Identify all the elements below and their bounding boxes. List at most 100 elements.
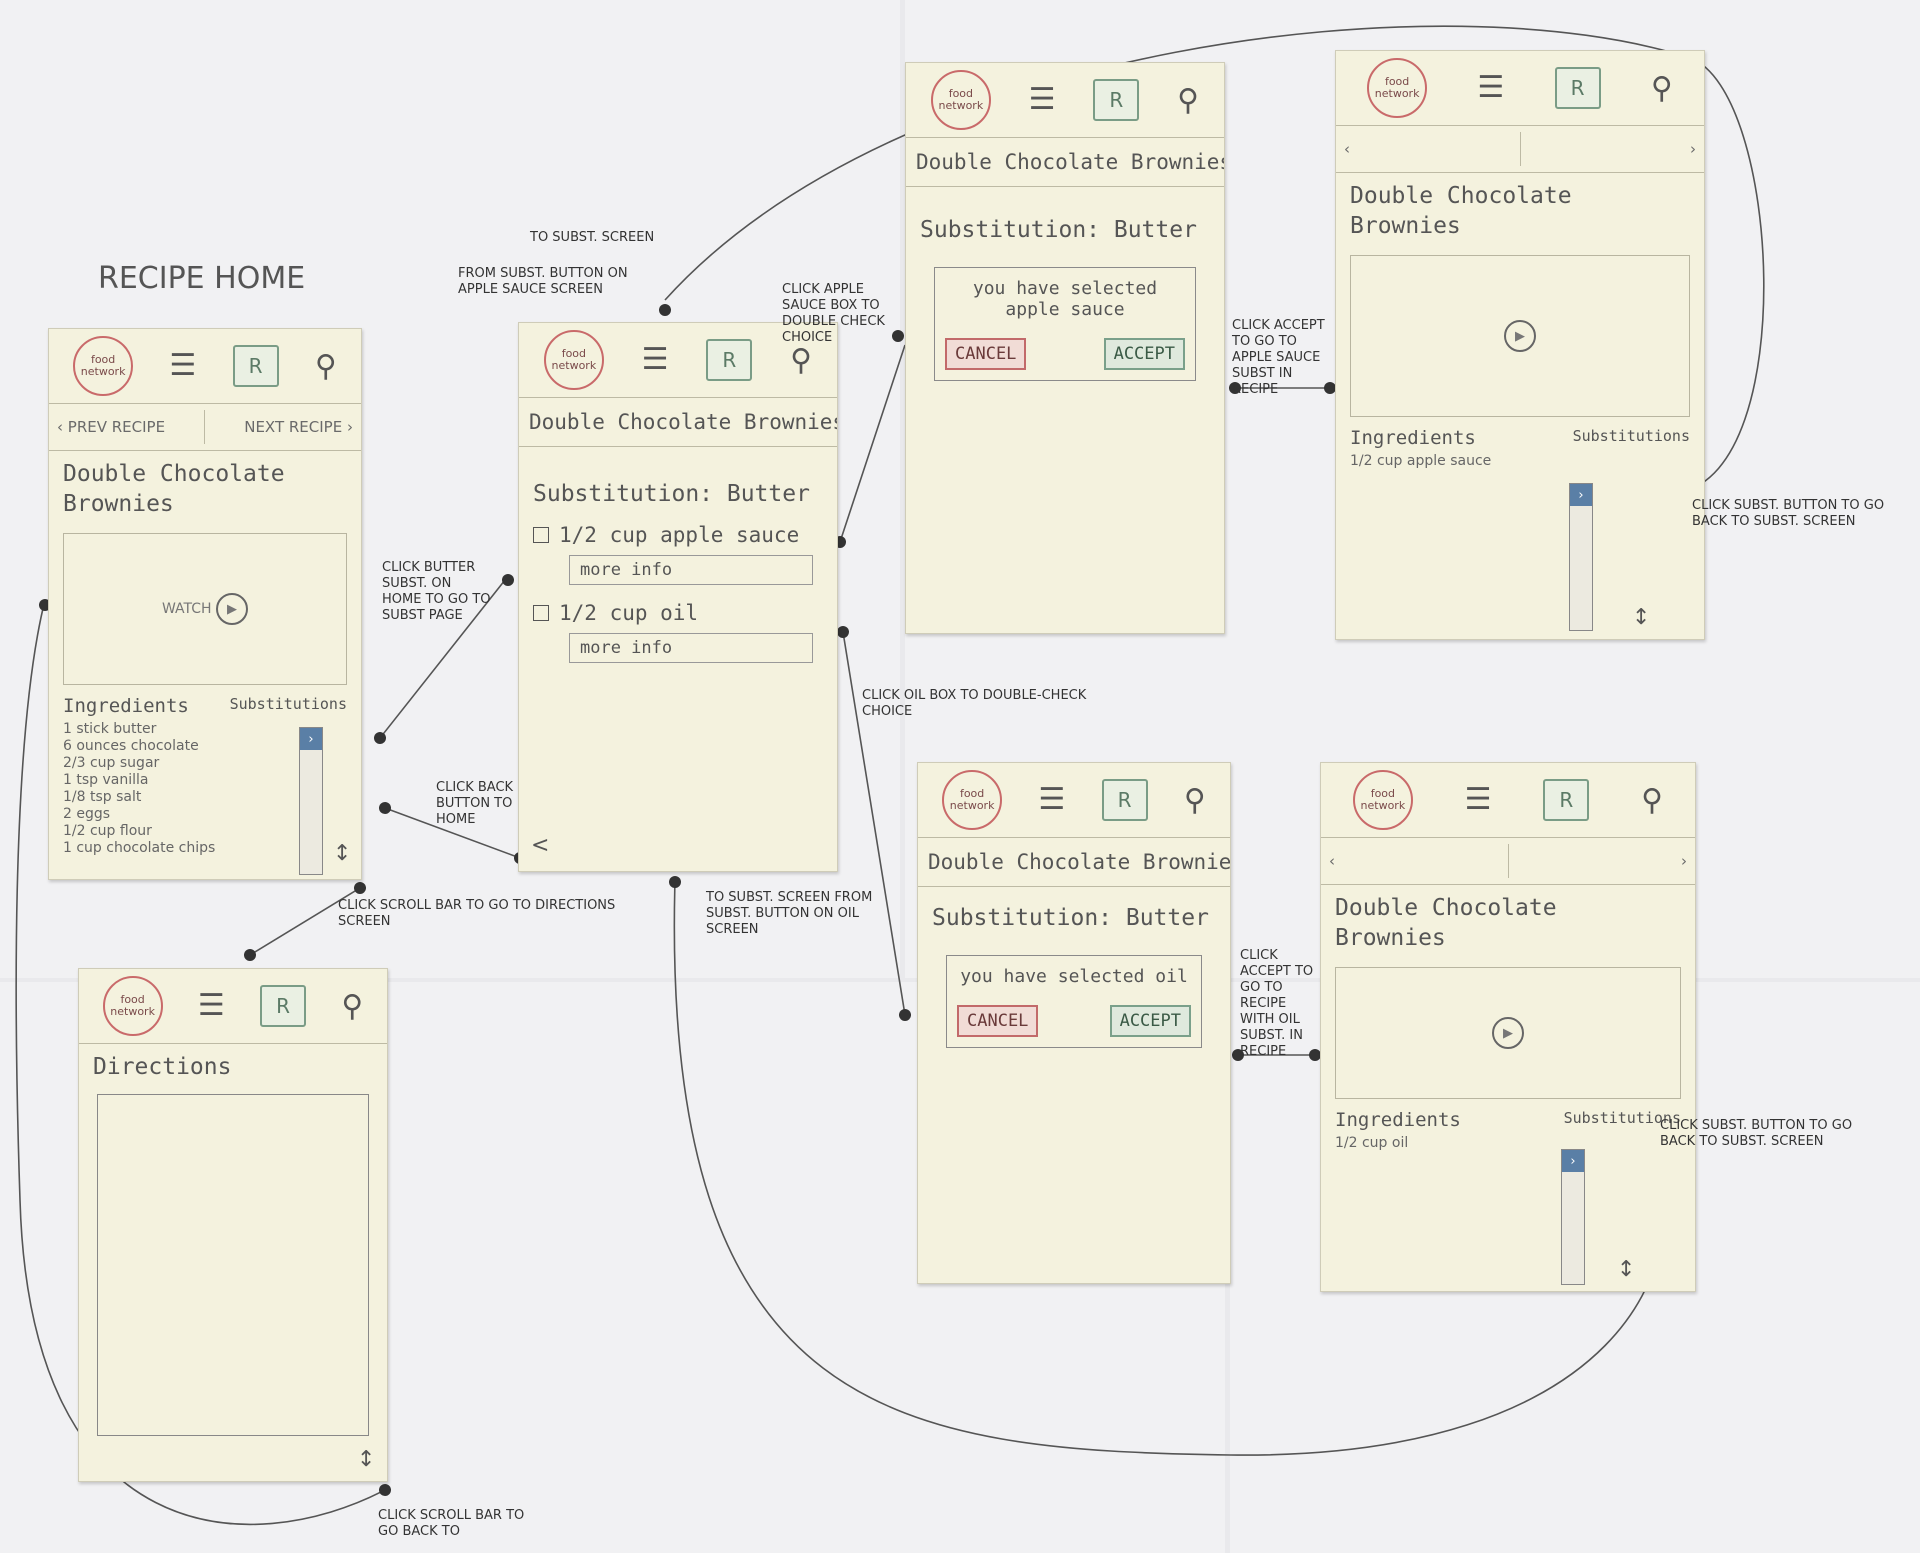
- next-recipe-label: NEXT RECIPE: [244, 418, 343, 436]
- play-icon[interactable]: ▶: [216, 593, 249, 625]
- menu-icon[interactable]: ☰: [641, 342, 669, 377]
- app-header: food network ☰ R ⚲: [1336, 51, 1704, 126]
- menu-icon[interactable]: ☰: [1464, 782, 1492, 817]
- connector-dot: [374, 732, 386, 744]
- prev-recipe-button[interactable]: ‹ PREV RECIPE: [57, 418, 166, 436]
- substitution-button[interactable]: ›: [1570, 484, 1592, 506]
- connector-dot: [899, 1009, 911, 1021]
- arrow-subst-to-confirm-apple: [839, 344, 906, 543]
- next-recipe-button[interactable]: NEXT RECIPE ›: [244, 418, 353, 436]
- recipe-box-icon[interactable]: R: [260, 985, 307, 1027]
- search-icon[interactable]: ⚲: [1650, 70, 1673, 106]
- next-recipe-button[interactable]: ›: [1690, 140, 1696, 158]
- accept-button[interactable]: ACCEPT: [1103, 338, 1185, 370]
- nav-divider: [1519, 132, 1521, 166]
- next-recipe-button[interactable]: ›: [1681, 852, 1687, 870]
- screen-recipe-home: food network ☰ R ⚲ ‹ PREV RECIPE NEXT RE…: [48, 328, 362, 880]
- checkbox[interactable]: [533, 605, 549, 621]
- recipe-title-line2: Brownies: [1350, 213, 1461, 239]
- prev-recipe-label: PREV RECIPE: [67, 418, 166, 436]
- dialog-message: you have selected apple sauce: [972, 278, 1158, 320]
- dialog-message: you have selected oil: [960, 966, 1188, 987]
- connector-dot: [892, 330, 904, 342]
- video-player[interactable]: WATCH ▶: [63, 533, 347, 685]
- connector-dot: [659, 304, 671, 316]
- cancel-button[interactable]: CANCEL: [957, 1005, 1039, 1037]
- search-icon[interactable]: ⚲: [1641, 782, 1664, 818]
- substitution-column: ›: [299, 727, 323, 875]
- nav-divider: [1507, 844, 1509, 878]
- menu-icon[interactable]: ☰: [169, 348, 197, 383]
- back-button[interactable]: <: [531, 833, 550, 858]
- more-info-button[interactable]: more info: [569, 633, 813, 663]
- scroll-arrow[interactable]: ↕: [333, 841, 352, 866]
- prev-recipe-button[interactable]: ‹: [1329, 852, 1335, 870]
- recipe-box-icon[interactable]: R: [706, 339, 753, 381]
- scroll-arrow[interactable]: ↕: [357, 1447, 376, 1472]
- prev-recipe-button[interactable]: ‹: [1344, 140, 1350, 158]
- screen-directions: food network ☰ R ⚲ Directions ↕: [78, 968, 388, 1482]
- substitution-button[interactable]: ›: [1562, 1150, 1584, 1172]
- connector-dot: [1229, 382, 1241, 394]
- search-icon[interactable]: ⚲: [314, 348, 337, 384]
- board-title: RECIPE HOME: [98, 261, 306, 296]
- menu-icon[interactable]: ☰: [1028, 82, 1056, 117]
- option-label: 1/2 cup apple sauce: [559, 523, 800, 547]
- search-icon[interactable]: ⚲: [341, 988, 364, 1024]
- video-player[interactable]: ▶: [1335, 967, 1681, 1099]
- food-network-logo[interactable]: food network: [1367, 58, 1428, 118]
- note-to-subst-from-oil: TO SUBST. SCREEN FROM SUBST. BUTTON ON O…: [706, 890, 873, 937]
- note-to-subst-screen: TO SUBST. SCREEN: [530, 230, 655, 245]
- food-network-logo[interactable]: food network: [73, 336, 134, 396]
- substitution-button[interactable]: ›: [300, 728, 322, 750]
- recipe-box-icon[interactable]: R: [232, 345, 279, 387]
- search-icon[interactable]: ⚲: [1177, 82, 1200, 118]
- recipe-box-icon[interactable]: R: [1101, 779, 1148, 821]
- list-item: 1 stick butter: [63, 721, 157, 737]
- note-click-back-home: CLICK BACK BUTTON TO HOME: [436, 780, 514, 827]
- menu-icon[interactable]: ☰: [1477, 70, 1505, 105]
- menu-icon[interactable]: ☰: [197, 988, 225, 1023]
- search-icon[interactable]: ⚲: [1183, 782, 1206, 818]
- menu-icon[interactable]: ☰: [1038, 782, 1066, 817]
- directions-title: Directions: [93, 1054, 232, 1080]
- play-icon[interactable]: ▶: [1492, 1017, 1524, 1049]
- food-network-logo[interactable]: food network: [942, 770, 1003, 830]
- scroll-arrow[interactable]: ↕: [1632, 605, 1651, 630]
- ingredients-list: 1 stick butter 6 ounces chocolate 2/3 cu…: [49, 721, 361, 857]
- list-item: 1/2 cup flour: [63, 823, 152, 839]
- list-item: 2 eggs: [63, 806, 111, 822]
- recipe-box-icon[interactable]: R: [1543, 779, 1590, 821]
- option-label: 1/2 cup oil: [559, 601, 699, 625]
- recipe-box-icon[interactable]: R: [1093, 79, 1140, 121]
- option-oil[interactable]: 1/2 cup oil: [519, 595, 837, 631]
- cancel-button[interactable]: CANCEL: [945, 338, 1027, 370]
- recipe-title-line1: Double Chocolate: [63, 461, 285, 487]
- play-icon[interactable]: ▶: [1504, 320, 1536, 352]
- video-player[interactable]: ▶: [1350, 255, 1690, 417]
- arrow-home-to-directions: [249, 887, 361, 956]
- app-header: food network ☰ R ⚲: [1321, 763, 1695, 838]
- scroll-arrow[interactable]: ↕: [1617, 1257, 1636, 1282]
- dialog-buttons: CANCEL ACCEPT: [957, 1005, 1191, 1037]
- more-info-button[interactable]: more info: [569, 555, 813, 585]
- ingredients-label: Ingredients: [1350, 427, 1476, 449]
- confirm-dialog: you have selected apple sauce CANCEL ACC…: [934, 267, 1196, 381]
- recipe-title: Double Chocolate Brownies: [519, 398, 837, 447]
- food-network-logo[interactable]: food network: [543, 330, 604, 390]
- note-click-butter: CLICK BUTTER SUBST. ON HOME TO GO TO SUB…: [382, 560, 491, 623]
- watch-label: WATCH: [161, 601, 212, 617]
- connector-dot: [1324, 382, 1336, 394]
- search-icon[interactable]: ⚲: [790, 342, 813, 378]
- ingredients-label: Ingredients: [1335, 1109, 1461, 1131]
- app-header: food network ☰ R ⚲: [906, 63, 1224, 138]
- checkbox[interactable]: [533, 527, 549, 543]
- accept-button[interactable]: ACCEPT: [1109, 1005, 1191, 1037]
- food-network-logo[interactable]: food network: [930, 70, 991, 130]
- food-network-logo[interactable]: food network: [102, 976, 163, 1036]
- food-network-logo[interactable]: food network: [1352, 770, 1413, 830]
- recipe-box-icon[interactable]: R: [1554, 67, 1601, 109]
- option-apple-sauce[interactable]: 1/2 cup apple sauce: [519, 517, 837, 553]
- arrow-home-to-subst: [379, 579, 506, 739]
